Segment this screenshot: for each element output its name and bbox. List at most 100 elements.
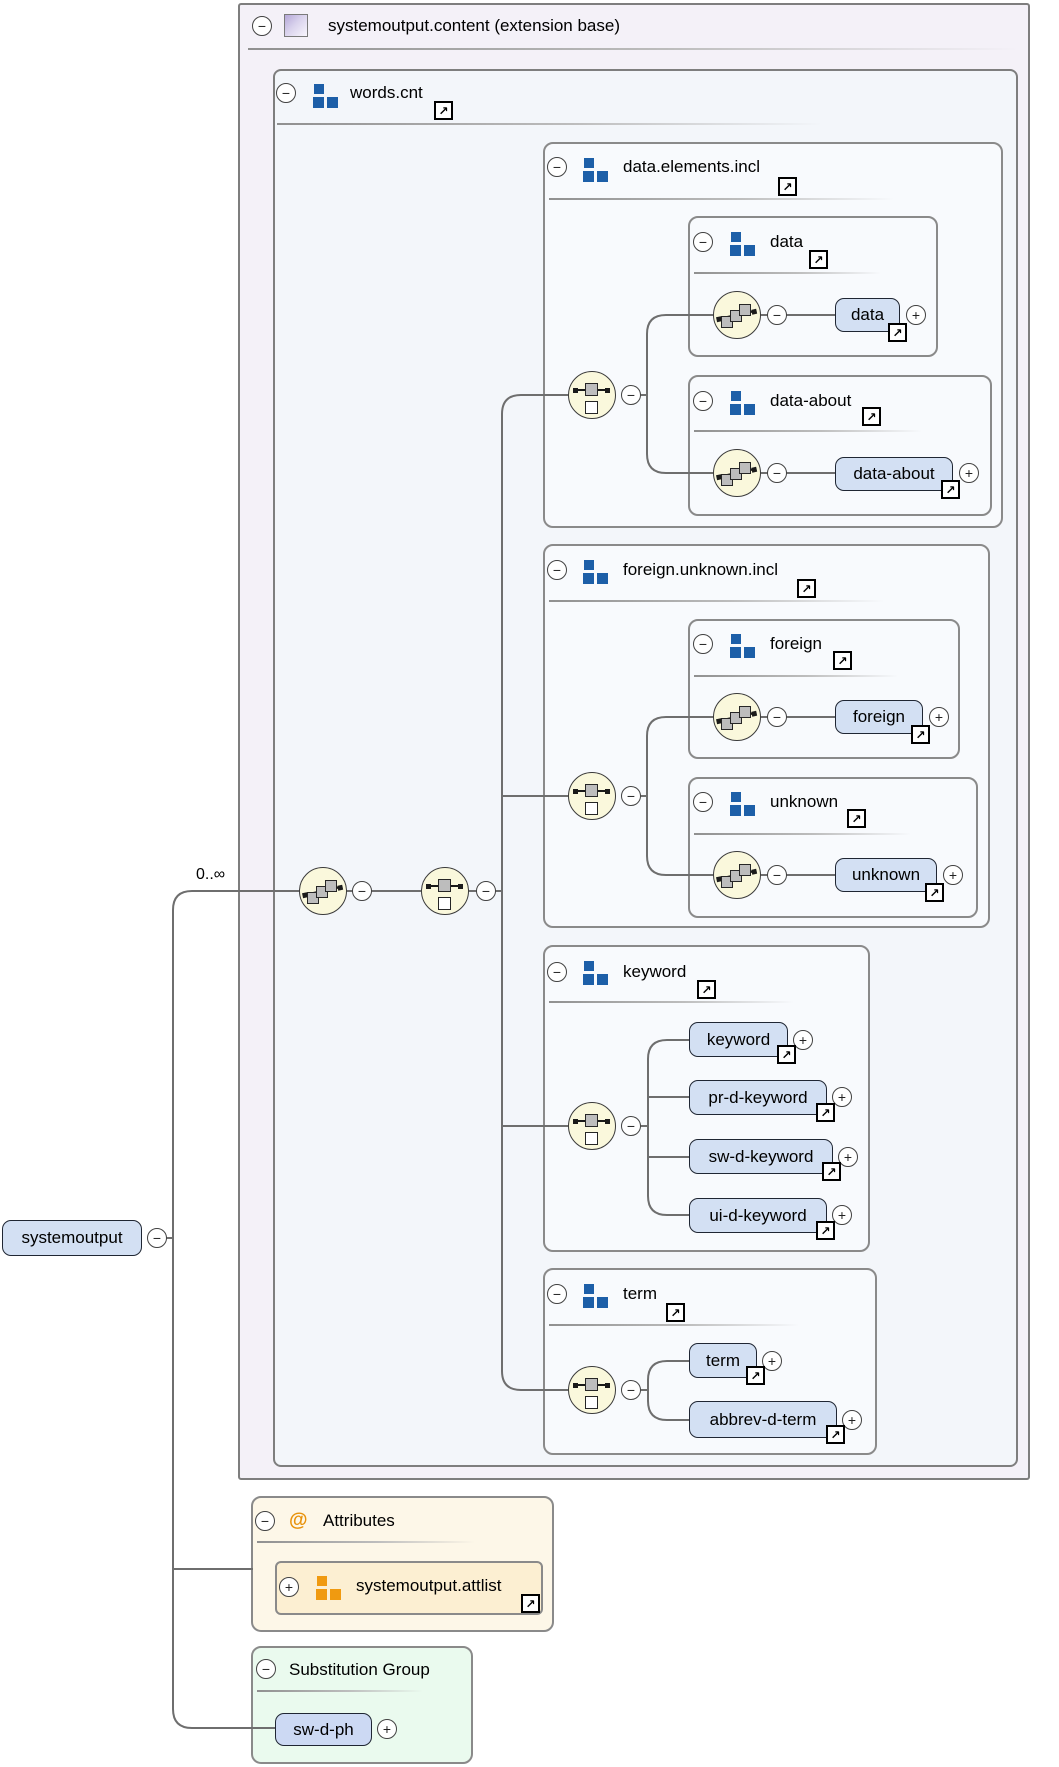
multiplicity-label: 0..∞ [196,866,226,883]
model-group-icon [313,84,339,108]
model-group-icon [583,560,609,584]
attlist-label[interactable]: systemoutput.attlist [356,1576,502,1595]
words-box-title: words.cnt [350,83,423,102]
root-element-label: systemoutput [21,1228,123,1247]
sequence-icon [299,867,347,915]
collapse-icon[interactable]: − [547,962,567,982]
expand-icon[interactable]: + [377,1719,397,1739]
element-term[interactable]: term [689,1343,757,1378]
group-data-title: data [770,232,804,251]
element-sw-d-ph[interactable]: sw-d-ph [275,1713,372,1746]
link-arrow-icon[interactable]: ↗ [911,725,930,744]
collapse-icon[interactable]: − [547,560,567,580]
link-arrow-icon[interactable]: ↗ [833,651,852,670]
collapse-icon[interactable]: − [547,1284,567,1304]
link-arrow-icon[interactable]: ↗ [822,1162,841,1181]
attribute-group-icon [316,1576,342,1600]
collapse-icon[interactable]: − [276,83,296,103]
group-data-about-title: data-about [770,391,852,410]
link-arrow-icon[interactable]: ↗ [816,1221,835,1240]
expand-icon[interactable]: + [762,1351,782,1371]
collapse-icon[interactable]: − [767,865,787,885]
choice-icon [421,867,469,915]
expand-icon[interactable]: + [959,463,979,483]
model-group-icon [730,232,756,256]
element-data-about[interactable]: data-about [835,457,953,491]
link-arrow-icon[interactable]: ↗ [925,883,944,902]
collapse-icon[interactable]: − [767,305,787,325]
link-arrow-icon[interactable]: ↗ [888,323,907,342]
choice-icon [568,1366,616,1414]
link-arrow-icon[interactable]: ↗ [746,1366,765,1385]
element-pr-d-keyword[interactable]: pr-d-keyword [689,1080,827,1115]
at-symbol-icon: @ [289,1510,308,1531]
expand-icon[interactable]: + [832,1205,852,1225]
collapse-icon[interactable]: − [255,1511,275,1531]
link-arrow-icon[interactable]: ↗ [809,250,828,269]
element-sw-d-keyword[interactable]: sw-d-keyword [689,1139,833,1174]
expand-icon[interactable]: + [842,1410,862,1430]
model-group-icon [583,1284,609,1308]
link-arrow-icon[interactable]: ↗ [521,1594,540,1613]
collapse-icon[interactable]: − [352,881,372,901]
model-group-icon [730,792,756,816]
expand-icon[interactable]: + [943,865,963,885]
complex-type-icon [284,14,308,37]
group-unknown-title: unknown [770,792,839,811]
group-foreign-unknown-title: foreign.unknown.incl [623,560,778,579]
link-arrow-icon[interactable]: ↗ [434,101,453,120]
element-unknown[interactable]: unknown [835,858,937,892]
collapse-icon[interactable]: − [693,391,713,411]
choice-icon [568,772,616,820]
model-group-icon [583,158,609,182]
collapse-icon[interactable]: − [621,385,641,405]
element-foreign[interactable]: foreign [835,700,923,734]
link-arrow-icon[interactable]: ↗ [826,1425,845,1444]
link-arrow-icon[interactable]: ↗ [697,980,716,999]
link-arrow-icon[interactable]: ↗ [816,1103,835,1122]
model-group-icon [730,634,756,658]
collapse-icon[interactable]: − [621,1380,641,1400]
collapse-icon[interactable]: − [767,707,787,727]
collapse-icon[interactable]: − [693,792,713,812]
collapse-icon[interactable]: − [767,463,787,483]
element-abbrev-d-term[interactable]: abbrev-d-term [689,1401,837,1438]
group-term-title: term [623,1284,657,1303]
link-arrow-icon[interactable]: ↗ [778,177,797,196]
sequence-icon [713,449,761,497]
expand-icon[interactable]: + [793,1030,813,1050]
expand-icon[interactable]: + [832,1087,852,1107]
group-data-elements-title: data.elements.incl [623,157,761,176]
link-arrow-icon[interactable]: ↗ [666,1303,685,1322]
collapse-icon[interactable]: − [693,232,713,252]
model-group-icon [730,391,756,415]
group-foreign-title: foreign [770,634,822,653]
expand-icon[interactable]: + [279,1577,299,1597]
collapse-icon[interactable]: − [621,1116,641,1136]
sequence-icon [713,851,761,899]
link-arrow-icon[interactable]: ↗ [862,407,881,426]
choice-icon [568,1102,616,1150]
choice-icon [568,371,616,419]
collapse-icon[interactable]: − [693,634,713,654]
substitution-group-title: Substitution Group [289,1660,430,1679]
collapse-icon[interactable]: − [476,881,496,901]
collapse-icon[interactable]: − [252,16,272,36]
collapse-icon[interactable]: − [147,1228,167,1248]
link-arrow-icon[interactable]: ↗ [797,579,816,598]
attlist-box [275,1561,543,1615]
expand-icon[interactable]: + [906,305,926,325]
link-arrow-icon[interactable]: ↗ [777,1045,796,1064]
element-keyword[interactable]: keyword [689,1022,788,1057]
link-arrow-icon[interactable]: ↗ [847,809,866,828]
model-group-icon [583,961,609,985]
expand-icon[interactable]: + [929,707,949,727]
element-ui-d-keyword[interactable]: ui-d-keyword [689,1198,827,1233]
root-element-systemoutput[interactable]: systemoutput [2,1220,142,1256]
collapse-icon[interactable]: − [256,1659,276,1679]
expand-icon[interactable]: + [838,1147,858,1167]
collapse-icon[interactable]: − [547,157,567,177]
collapse-icon[interactable]: − [621,786,641,806]
link-arrow-icon[interactable]: ↗ [941,480,960,499]
